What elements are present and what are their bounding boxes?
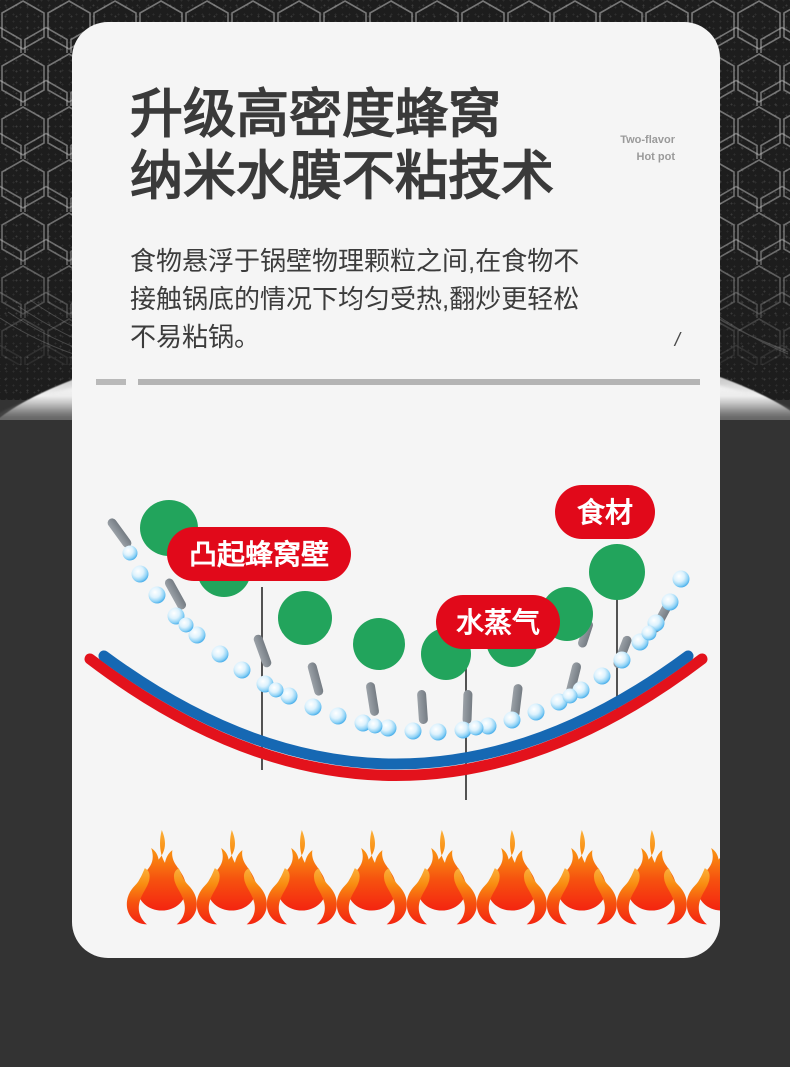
flame-icon — [336, 830, 407, 925]
bubble — [527, 703, 545, 721]
pillar — [307, 662, 324, 696]
bubble — [661, 593, 679, 611]
bubble — [613, 651, 631, 669]
flame-icon — [686, 848, 720, 925]
food-piece — [589, 544, 645, 600]
diagram-svg — [84, 500, 720, 925]
bubble — [122, 545, 138, 561]
pan-inner-wall-blue — [98, 650, 694, 770]
body-description: 食物悬浮于锅壁物理颗粒之间,在食物不接触锅底的情况下均匀受热,翻炒更轻松不易粘锅… — [130, 246, 580, 353]
bubble — [672, 570, 690, 588]
flame-icon — [266, 830, 337, 925]
content-card: 升级高密度蜂窝 纳米水膜不粘技术 Two-flavor Hot pot 食物悬浮… — [72, 22, 720, 958]
flame-icon — [616, 830, 687, 925]
bubble — [354, 714, 372, 732]
pillar — [417, 690, 428, 724]
headline-line-2: 纳米水膜不粘技术 — [130, 147, 554, 206]
flame-icon — [126, 830, 197, 925]
bubble — [429, 723, 447, 741]
pan-outer-wall-red — [84, 653, 708, 781]
bubble — [178, 617, 194, 633]
bubble — [268, 682, 284, 698]
corner-english-line-2: Hot pot — [636, 151, 675, 164]
pillar — [253, 634, 272, 668]
water-vapor-bubbles — [122, 545, 690, 741]
pillar — [164, 578, 187, 610]
food-piece — [278, 591, 332, 645]
bubble — [148, 586, 166, 604]
bubble — [641, 625, 657, 641]
headline-line-1: 升级高密度蜂窝 — [130, 85, 501, 144]
bubble — [131, 565, 149, 583]
bubble — [304, 698, 322, 716]
pillar — [510, 684, 523, 718]
flame-icon — [196, 830, 267, 925]
slash-decoration: / — [674, 330, 680, 351]
divider-main-line — [138, 379, 700, 385]
divider — [96, 378, 700, 386]
pillar — [107, 518, 132, 548]
pillar — [366, 682, 379, 716]
bubble — [379, 719, 397, 737]
pan-cross-section-diagram: 凸起蜂窝壁 水蒸气 食材 — [72, 422, 720, 958]
bubble — [479, 717, 497, 735]
bubble — [211, 645, 229, 663]
flame-icon — [406, 830, 477, 925]
bubble — [503, 711, 521, 729]
bubble — [404, 722, 422, 740]
pillar — [462, 690, 473, 724]
flame-icon — [476, 830, 547, 925]
label-honeycomb-wall[interactable]: 凸起蜂窝壁 — [167, 527, 352, 581]
pillar — [565, 662, 582, 696]
bubble — [454, 721, 472, 739]
bubble — [329, 707, 347, 725]
bubble — [188, 626, 206, 644]
bubble — [468, 720, 484, 736]
bubble — [367, 718, 383, 734]
bubble — [562, 688, 578, 704]
flame-icon — [546, 830, 617, 925]
flame-row — [126, 830, 720, 925]
corner-english-line-1: Two-flavor — [620, 134, 675, 146]
page-title: 升级高密度蜂窝 纳米水膜不粘技术 — [130, 84, 630, 208]
bubble — [280, 687, 298, 705]
corner-english-caption: Two-flavor Hot pot — [555, 132, 675, 166]
bubble — [593, 667, 611, 685]
divider-dash-segment — [96, 379, 126, 385]
bubble — [233, 661, 251, 679]
label-water-vapor[interactable]: 水蒸气 — [436, 595, 561, 649]
label-ingredient[interactable]: 食材 — [555, 485, 656, 539]
food-piece — [353, 618, 405, 670]
